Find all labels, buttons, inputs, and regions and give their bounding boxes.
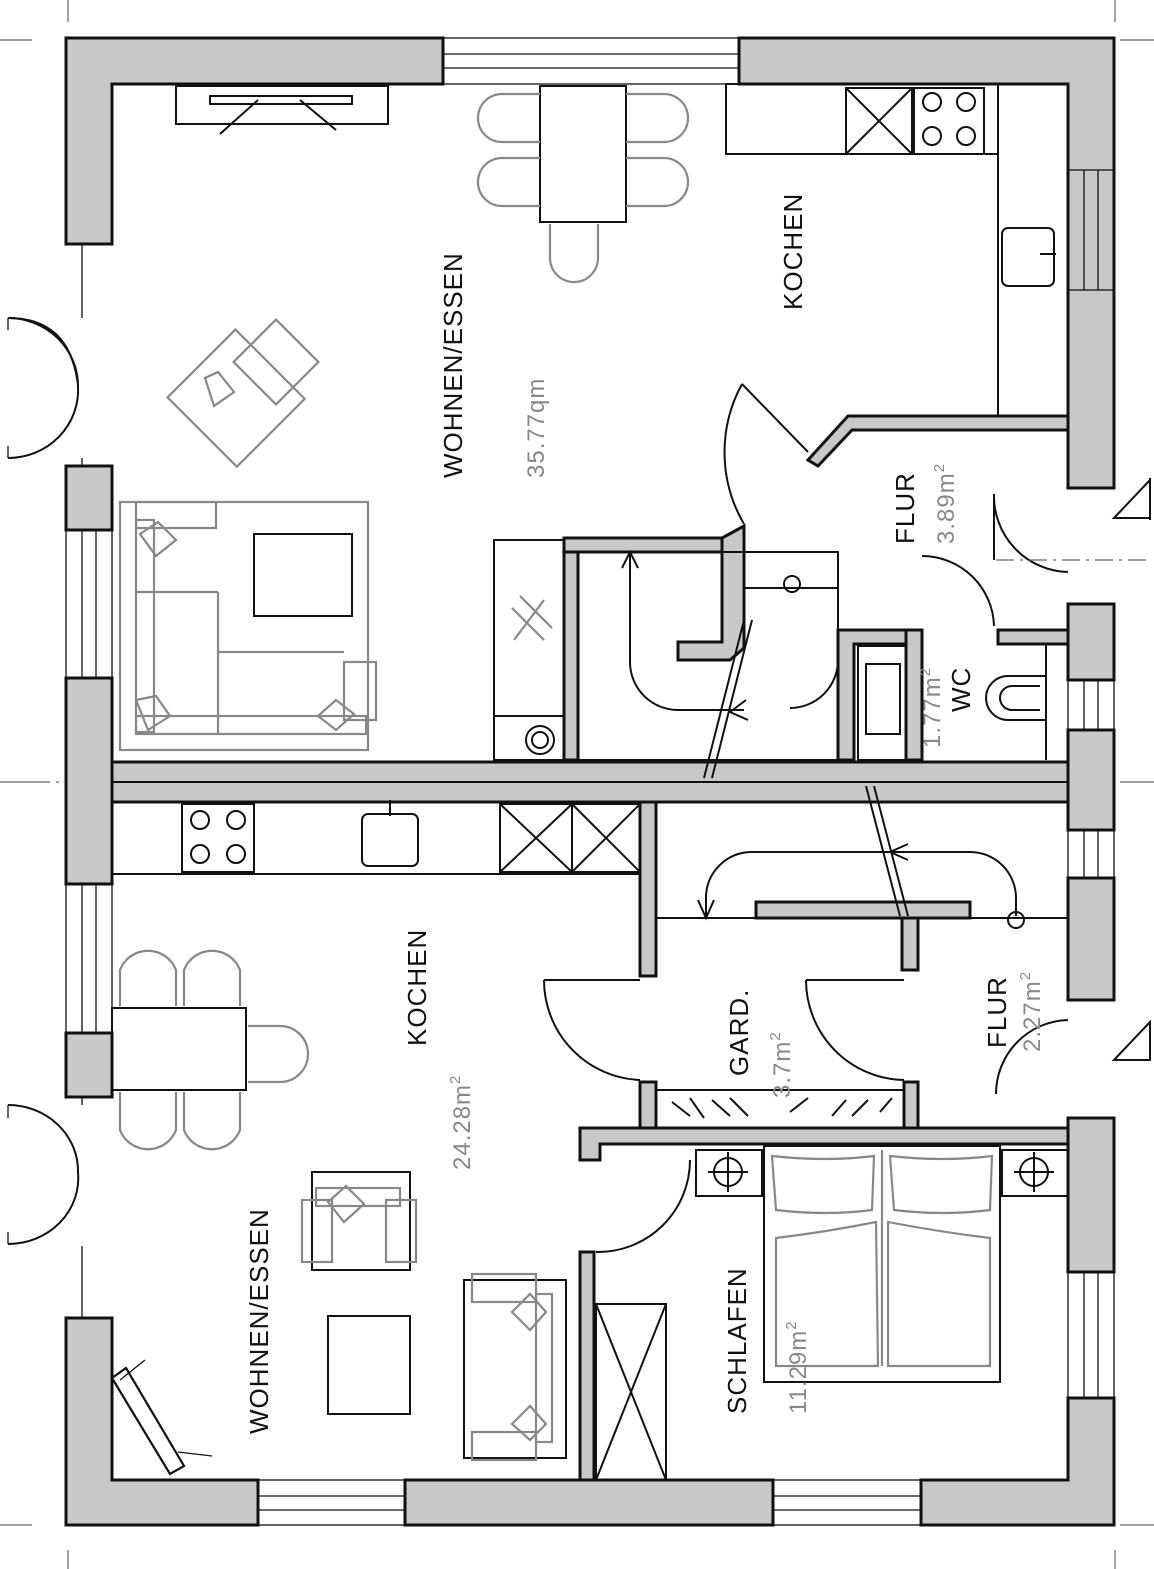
label-lower-hall: FLUR — [982, 976, 1012, 1048]
label-lower-kitchen: KOCHEN — [402, 929, 432, 1046]
staircase-lower — [697, 785, 1025, 929]
area-upper-hall: 3.89m2 — [931, 463, 960, 544]
area-wc: 1.77m2 — [917, 667, 946, 748]
windows — [65, 37, 1115, 1526]
label-upper-kitchen: KOCHEN — [778, 193, 808, 310]
area-bedroom: 11.29m2 — [783, 1320, 812, 1414]
bedroom-furniture — [595, 1089, 1069, 1481]
label-upper-living: WOHNEN/ESSEN — [438, 252, 468, 478]
central-wall — [110, 760, 1070, 804]
room-labels: WOHNEN/ESSEN 35.77qm KOCHEN FLUR 3.89m2 … — [244, 193, 1046, 1434]
label-wardrobe: GARD. — [724, 989, 754, 1076]
staircase-upper — [577, 549, 839, 779]
lower-living-furniture — [300, 1171, 567, 1462]
upper-interior-walls — [562, 84, 1070, 762]
label-bedroom: SCHLAFEN — [722, 1267, 752, 1414]
label-lower-living: WOHNEN/ESSEN — [244, 1208, 274, 1434]
upper-living-furniture — [118, 85, 690, 761]
lower-interior-walls — [112, 800, 1070, 1482]
area-upper-living: 35.77qm — [523, 378, 550, 478]
area-wardrobe: 3.7m2 — [767, 1031, 796, 1098]
area-lower-kitchen: 24.28m2 — [447, 1075, 476, 1170]
lower-kitchen-furniture — [111, 800, 641, 1151]
area-lower-hall: 2.27m2 — [1017, 971, 1046, 1052]
label-wc: WC — [946, 667, 976, 712]
label-upper-hall: FLUR — [890, 472, 920, 544]
terrace-doors — [7, 244, 213, 1476]
upper-kitchen-furniture — [725, 83, 1056, 761]
interior-doors — [542, 383, 1151, 1254]
